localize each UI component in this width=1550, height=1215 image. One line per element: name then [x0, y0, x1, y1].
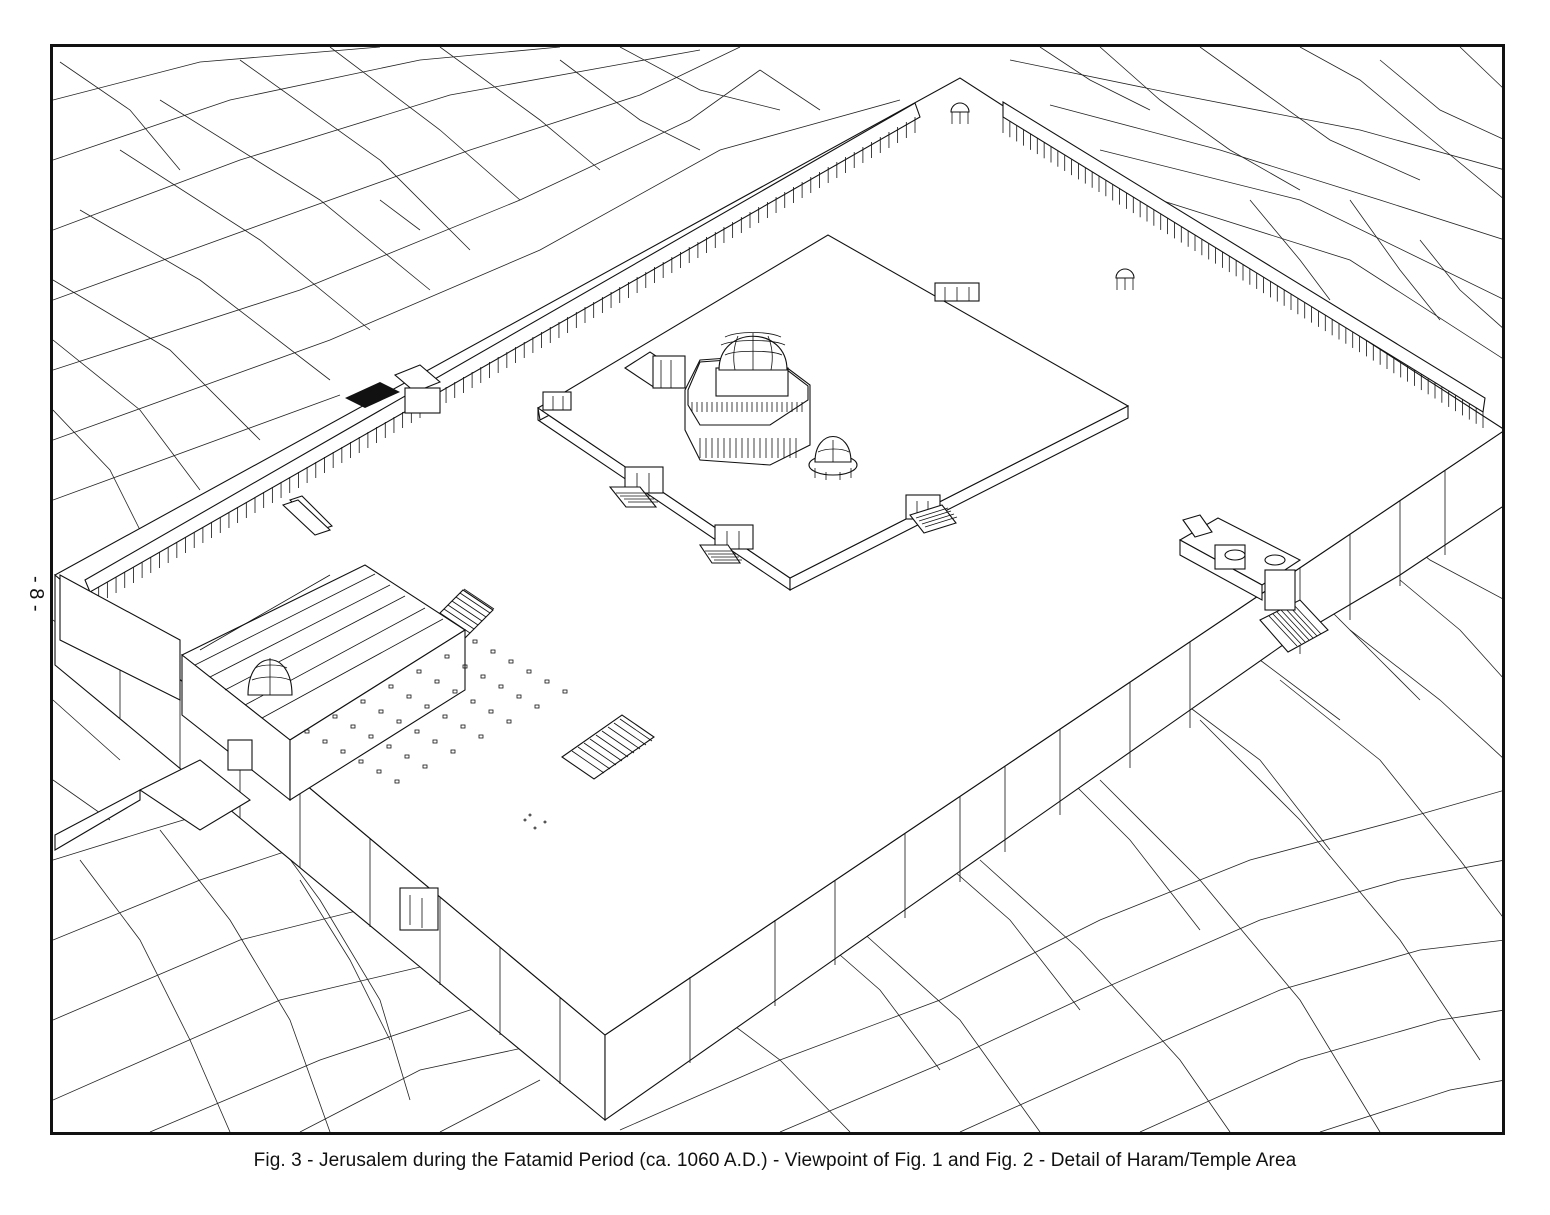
colonnade-west — [84, 102, 921, 608]
terrain-mesh — [53, 47, 1502, 1132]
south-wall-gate — [227, 739, 439, 931]
arcades — [542, 282, 980, 550]
figure-frame — [50, 44, 1505, 1135]
golden-gate — [1178, 514, 1302, 611]
dome-of-the-rock — [684, 332, 811, 466]
haram-drawing — [53, 47, 1502, 1132]
al-aqsa-mosque — [54, 564, 568, 851]
dome-of-the-chain — [808, 436, 858, 480]
colonnade-north — [1002, 101, 1486, 428]
west-gate — [281, 364, 442, 536]
figure-caption: Fig. 3 - Jerusalem during the Fatamid Pe… — [253, 1150, 1297, 1171]
marks — [523, 813, 547, 830]
page-number: - 8 - — [25, 576, 47, 612]
